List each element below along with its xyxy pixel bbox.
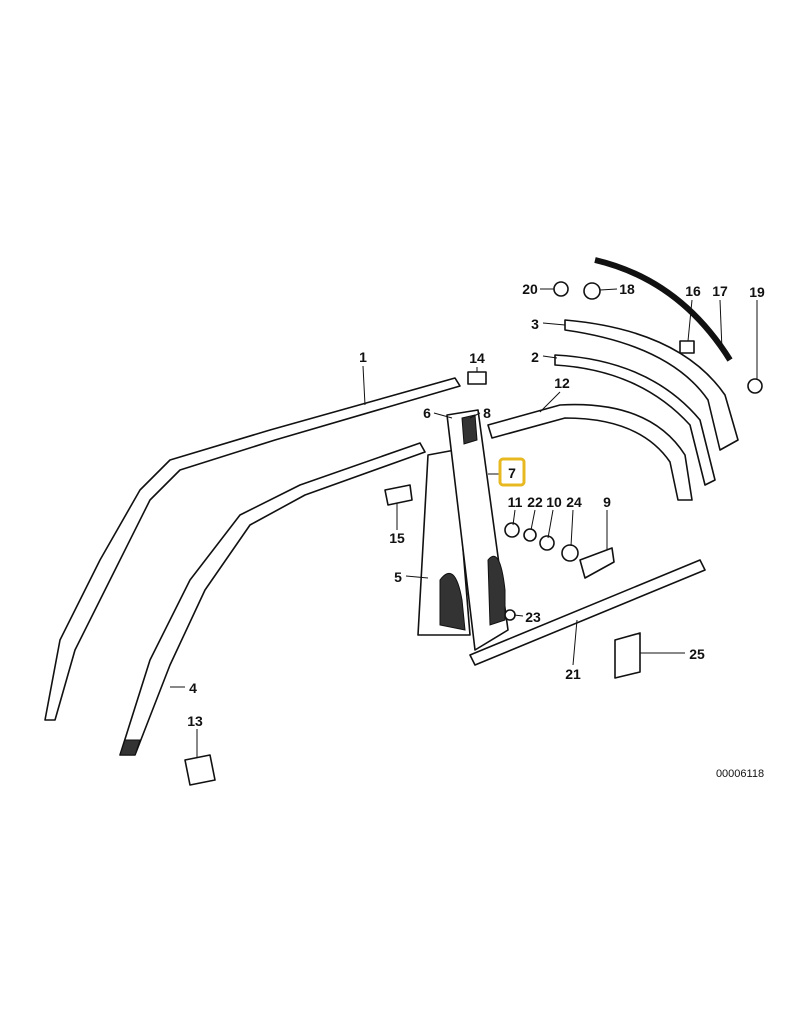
part-14-clip[interactable] bbox=[467, 371, 487, 385]
label-24[interactable]: 24 bbox=[566, 494, 582, 510]
label-13[interactable]: 13 bbox=[187, 713, 203, 729]
label-20[interactable]: 20 bbox=[522, 281, 538, 297]
label-9[interactable]: 9 bbox=[603, 494, 611, 510]
label-11[interactable]: 11 bbox=[508, 494, 523, 510]
label-10[interactable]: 10 bbox=[546, 494, 562, 510]
part-10-nut[interactable] bbox=[539, 535, 555, 551]
label-7[interactable]: 7 bbox=[508, 465, 516, 481]
part-4-door-frame-molding[interactable] bbox=[119, 442, 426, 756]
part-19-screw[interactable] bbox=[747, 378, 763, 394]
part-17-seal[interactable] bbox=[594, 257, 733, 362]
part-1-roof-molding[interactable] bbox=[44, 377, 461, 721]
part-12-window-frame-strip[interactable] bbox=[487, 403, 693, 501]
part-11-washer[interactable] bbox=[504, 522, 520, 538]
label-12[interactable]: 12 bbox=[554, 375, 570, 391]
highlight-box-part-7 bbox=[498, 457, 526, 487]
label-6[interactable]: 6 bbox=[423, 405, 431, 421]
label-3[interactable]: 3 bbox=[531, 316, 539, 332]
label-1[interactable]: 1 bbox=[359, 349, 367, 365]
part-22-washer[interactable] bbox=[523, 528, 537, 542]
diagram-code: 00006118 bbox=[716, 768, 764, 780]
label-4[interactable]: 4 bbox=[189, 680, 197, 696]
label-17[interactable]: 17 bbox=[712, 283, 728, 299]
part-25-end-cap[interactable] bbox=[614, 632, 641, 679]
label-14[interactable]: 14 bbox=[469, 350, 485, 366]
label-2[interactable]: 2 bbox=[531, 349, 539, 365]
part-16-clip[interactable] bbox=[679, 340, 695, 354]
label-15[interactable]: 15 bbox=[389, 530, 405, 546]
part-21-sill-strip[interactable] bbox=[469, 559, 706, 666]
label-5[interactable]: 5 bbox=[394, 569, 402, 585]
part-20-nut[interactable] bbox=[553, 281, 569, 297]
part-23-clip[interactable] bbox=[504, 609, 516, 621]
part-3-window-frame-strip[interactable] bbox=[564, 319, 739, 451]
label-18[interactable]: 18 bbox=[619, 281, 635, 297]
label-21[interactable]: 21 bbox=[565, 666, 581, 682]
label-19[interactable]: 19 bbox=[749, 284, 765, 300]
label-25[interactable]: 25 bbox=[689, 646, 705, 662]
part-18-grommet[interactable] bbox=[583, 282, 601, 300]
label-8[interactable]: 8 bbox=[483, 405, 491, 421]
part-15-clip[interactable] bbox=[384, 484, 413, 506]
label-23[interactable]: 23 bbox=[525, 609, 541, 625]
label-16[interactable]: 16 bbox=[685, 283, 701, 299]
leader-lines bbox=[170, 288, 758, 757]
part-24-washer[interactable] bbox=[561, 544, 579, 562]
part-2-window-frame-strip[interactable] bbox=[554, 354, 716, 486]
part-9-bracket[interactable] bbox=[579, 547, 615, 579]
part-13-clip[interactable] bbox=[184, 754, 216, 786]
label-22[interactable]: 22 bbox=[527, 494, 543, 510]
